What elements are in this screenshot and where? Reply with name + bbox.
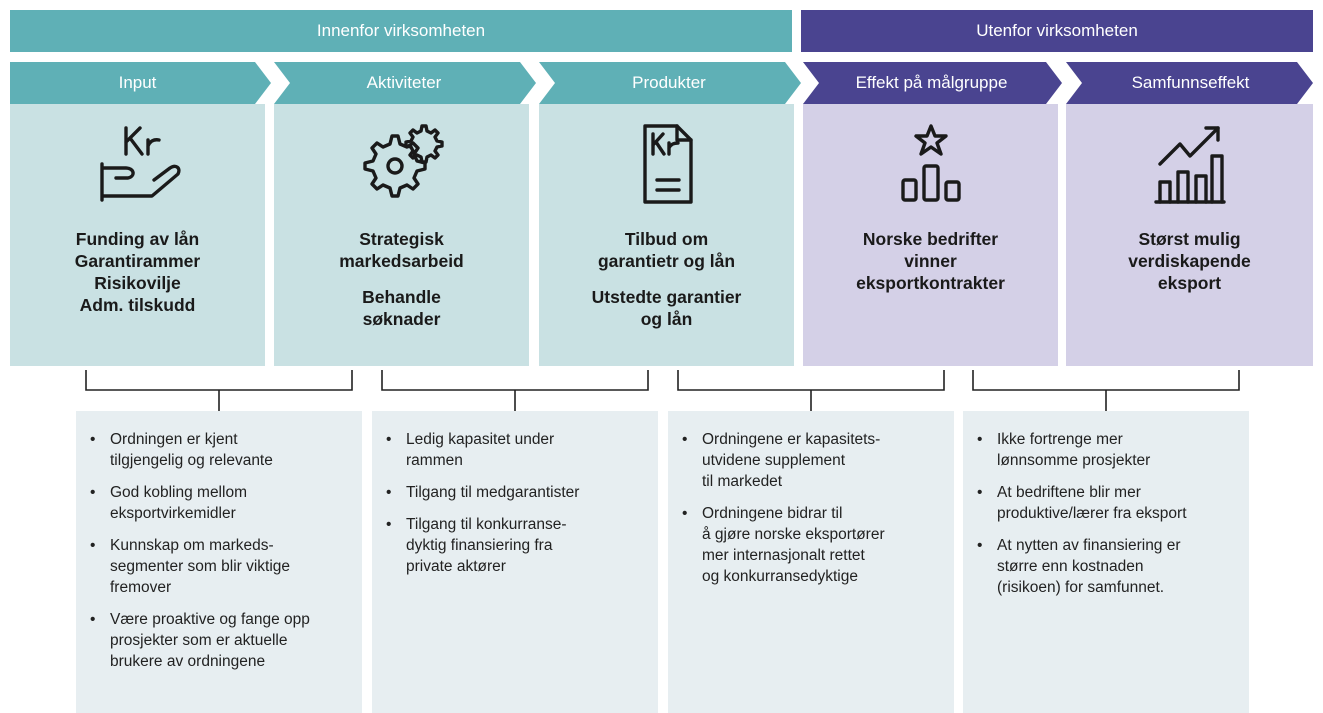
success-factors-produkter: •Ordningene er kapasitets- utvidene supp… [668,411,954,713]
bracket-produkter [677,370,945,411]
growth-chart-icon [1153,126,1226,204]
success-factors-effekt: •Ikke fortrenge mer lønnsomme prosjekter… [963,411,1249,713]
stage-arrow-effekt [803,62,1062,104]
stage-text: Strategisk markedsarbeid [339,229,464,271]
document-money-icon [642,124,693,204]
stage-text: Utstedte garantier og lån [591,287,742,329]
list-item: •Kunnskap om markeds- segmenter som blir… [90,537,291,596]
stage-panel-samfunn: Størst mulig verdiskapende eksport [1066,104,1313,366]
list-item: •Være proaktive og fange opp prosjekter … [90,611,310,670]
hand-money-icon [99,126,181,202]
band-outside-organization: Utenfor virksomheten [801,10,1313,52]
connector-brackets [85,370,1240,411]
stage-arrow-input [10,62,271,104]
stage-text: Tilbud om garantietr og lån [597,229,736,271]
gears-icon [362,124,444,198]
list-item: •Ordningen er kjent tilgjengelig og rele… [90,431,273,469]
list-item: •Tilgang til konkurranse- dyktig finansi… [386,516,567,575]
stage-arrow-produkter [539,62,801,104]
stage-text: Funding av lån Garantirammer Risikovilje… [74,229,201,315]
stage-arrow-aktiviteter [274,62,536,104]
stage-text: Behandle søknader [362,287,441,329]
stage-label-input: Input [118,73,157,92]
stage-panel-effekt: Norske bedrifter vinner eksportkontrakte… [803,104,1058,366]
stage-panel-aktiviteter: Strategisk markedsarbeid Behandle søknad… [274,104,529,366]
bracket-aktiviteter [381,370,649,411]
list-item: •At nytten av finansiering er større enn… [977,537,1181,596]
stage-label-effekt: Effekt på målgruppe [855,73,1008,92]
bracket-input [85,370,353,411]
stage-text: Norske bedrifter vinner eksportkontrakte… [856,229,1005,293]
stage-arrows [10,62,1313,104]
stage-label-samfunn: Samfunnseffekt [1131,73,1250,92]
success-factors-input: •Ordningen er kjent tilgjengelig og rele… [76,411,362,713]
stage-panel-input: Funding av lån Garantirammer Risikovilje… [10,104,265,366]
list-item: •Ordningene er kapasitets- utvidene supp… [682,431,881,490]
success-factors-aktiviteter: •Ledig kapasitet under rammen •Tilgang t… [372,411,658,713]
list-item: •Ikke fortrenge mer lønnsomme prosjekter [977,431,1151,469]
stage-arrow-samfunn [1066,62,1313,104]
stage-label-produkter: Produkter [632,73,706,92]
list-item: •Tilgang til medgarantister [386,484,580,501]
stage-label-aktiviteter: Aktiviteter [366,73,442,92]
list-item: •Ordningene bidrar til å gjøre norske ek… [682,505,885,585]
list-item: •Ledig kapasitet under rammen [386,431,555,469]
bar-star-icon [900,124,961,202]
band-inside-organization: Innenfor virksomheten [10,10,792,52]
bracket-effekt [972,370,1240,411]
list-item: •At bedriftene blir mer produktive/lærer… [977,484,1187,522]
stage-panel-produkter: Tilbud om garantietr og lån Utstedte gar… [539,104,794,366]
list-item: •God kobling mellom eksportvirkemidler [90,484,247,522]
stage-text: Størst mulig verdiskapende eksport [1128,229,1251,293]
